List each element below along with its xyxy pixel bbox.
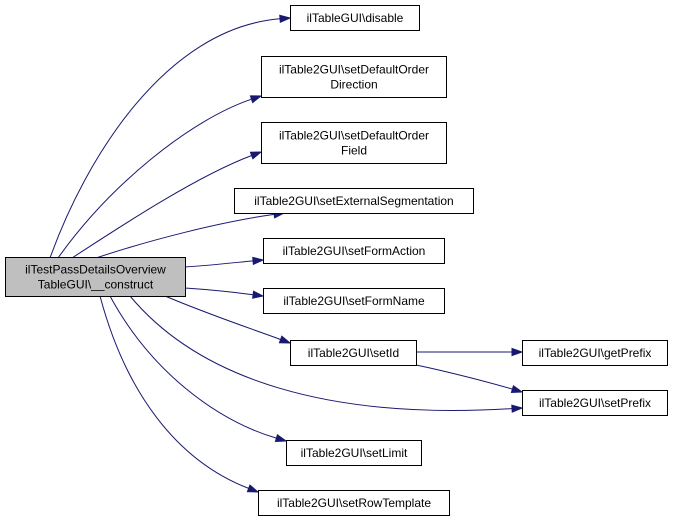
node-disable[interactable]: ilTableGUI\disable xyxy=(290,5,420,31)
edge-line xyxy=(57,98,252,259)
node-label: ilTable2GUI\setDefaultOrder xyxy=(279,63,429,77)
node-label: ilTable2GUI\setPrefix xyxy=(539,396,651,410)
node-setExternalSegmentation[interactable]: ilTable2GUI\setExternalSegmentation xyxy=(234,188,474,214)
edge-root-to-setFormAction xyxy=(184,256,265,268)
node-box xyxy=(263,238,445,264)
arrowhead-icon xyxy=(252,256,265,266)
node-label: ilTable2GUI\setDefaultOrder xyxy=(279,129,429,143)
function-nodes: ilTestPassDetailsOverviewTableGUI\__cons… xyxy=(5,5,668,516)
node-label: ilTable2GUI\setExternalSegmentation xyxy=(254,194,453,208)
node-setId[interactable]: ilTable2GUI\setId xyxy=(290,340,417,366)
node-label: ilTestPassDetailsOverview xyxy=(25,263,166,277)
node-box xyxy=(5,257,186,297)
node-box xyxy=(261,122,447,164)
edge-line xyxy=(49,18,281,259)
node-setPrefix[interactable]: ilTable2GUI\setPrefix xyxy=(522,390,668,416)
node-label: ilTableGUI\disable xyxy=(307,11,404,25)
node-label: ilTable2GUI\setFormAction xyxy=(283,244,426,258)
edge-root-to-setExternalSegmentation xyxy=(95,210,286,259)
node-label: Field xyxy=(341,144,367,158)
edge-root-to-setLimit xyxy=(109,295,288,443)
node-box xyxy=(522,340,668,366)
node-label: Direction xyxy=(330,78,377,92)
node-label: TableGUI\__construct xyxy=(38,278,154,292)
node-label: ilTable2GUI\setLimit xyxy=(301,446,408,460)
edge-line xyxy=(95,213,275,259)
arrowhead-icon xyxy=(252,290,265,299)
node-setLimit[interactable]: ilTable2GUI\setLimit xyxy=(286,440,422,466)
edge-line xyxy=(99,295,249,489)
node-getPrefix[interactable]: ilTable2GUI\getPrefix xyxy=(522,340,668,366)
edge-line xyxy=(109,295,277,439)
edge-root-to-setId xyxy=(164,295,292,344)
edge-line xyxy=(129,295,513,411)
arrowhead-icon xyxy=(274,433,288,443)
edge-root-to-setRowTemplate xyxy=(99,295,260,493)
edge-setId-to-setPrefix xyxy=(415,364,524,394)
node-box xyxy=(234,188,474,214)
arrowhead-icon xyxy=(246,484,260,493)
node-box xyxy=(286,440,422,466)
arrowhead-icon xyxy=(249,95,263,104)
arrowhead-icon xyxy=(510,384,524,394)
node-label: ilTable2GUI\getPrefix xyxy=(539,346,652,360)
node-setRowTemplate[interactable]: ilTable2GUI\setRowTemplate xyxy=(258,490,450,516)
root-node[interactable]: ilTestPassDetailsOverviewTableGUI\__cons… xyxy=(5,257,186,297)
arrowhead-icon xyxy=(279,14,292,24)
edge-root-to-setDefaultOrderDirection xyxy=(57,95,263,259)
node-label: ilTable2GUI\setRowTemplate xyxy=(277,496,431,510)
node-box xyxy=(290,340,417,366)
node-setFormAction[interactable]: ilTable2GUI\setFormAction xyxy=(263,238,445,264)
edge-root-to-disable xyxy=(49,14,292,259)
arrowhead-icon xyxy=(249,151,263,160)
edge-line xyxy=(184,287,254,296)
node-box xyxy=(258,490,450,516)
arrowhead-icon xyxy=(511,347,524,357)
edge-root-to-setPrefix xyxy=(129,295,524,413)
edge-setId-to-getPrefix xyxy=(415,347,524,357)
node-box xyxy=(263,288,445,314)
node-box xyxy=(290,5,420,31)
node-box xyxy=(522,390,668,416)
arrowhead-icon xyxy=(278,335,292,344)
edge-line xyxy=(71,155,252,259)
edge-root-to-setDefaultOrderField xyxy=(71,151,263,259)
node-label: ilTable2GUI\setId xyxy=(308,346,399,360)
edge-root-to-setFormName xyxy=(184,287,265,299)
node-setFormName[interactable]: ilTable2GUI\setFormName xyxy=(263,288,445,314)
edge-line xyxy=(164,295,281,340)
arrowhead-icon xyxy=(511,404,524,413)
node-box xyxy=(261,56,447,98)
edge-line xyxy=(184,260,254,268)
edge-line xyxy=(415,364,513,390)
node-label: ilTable2GUI\setFormName xyxy=(283,294,425,308)
